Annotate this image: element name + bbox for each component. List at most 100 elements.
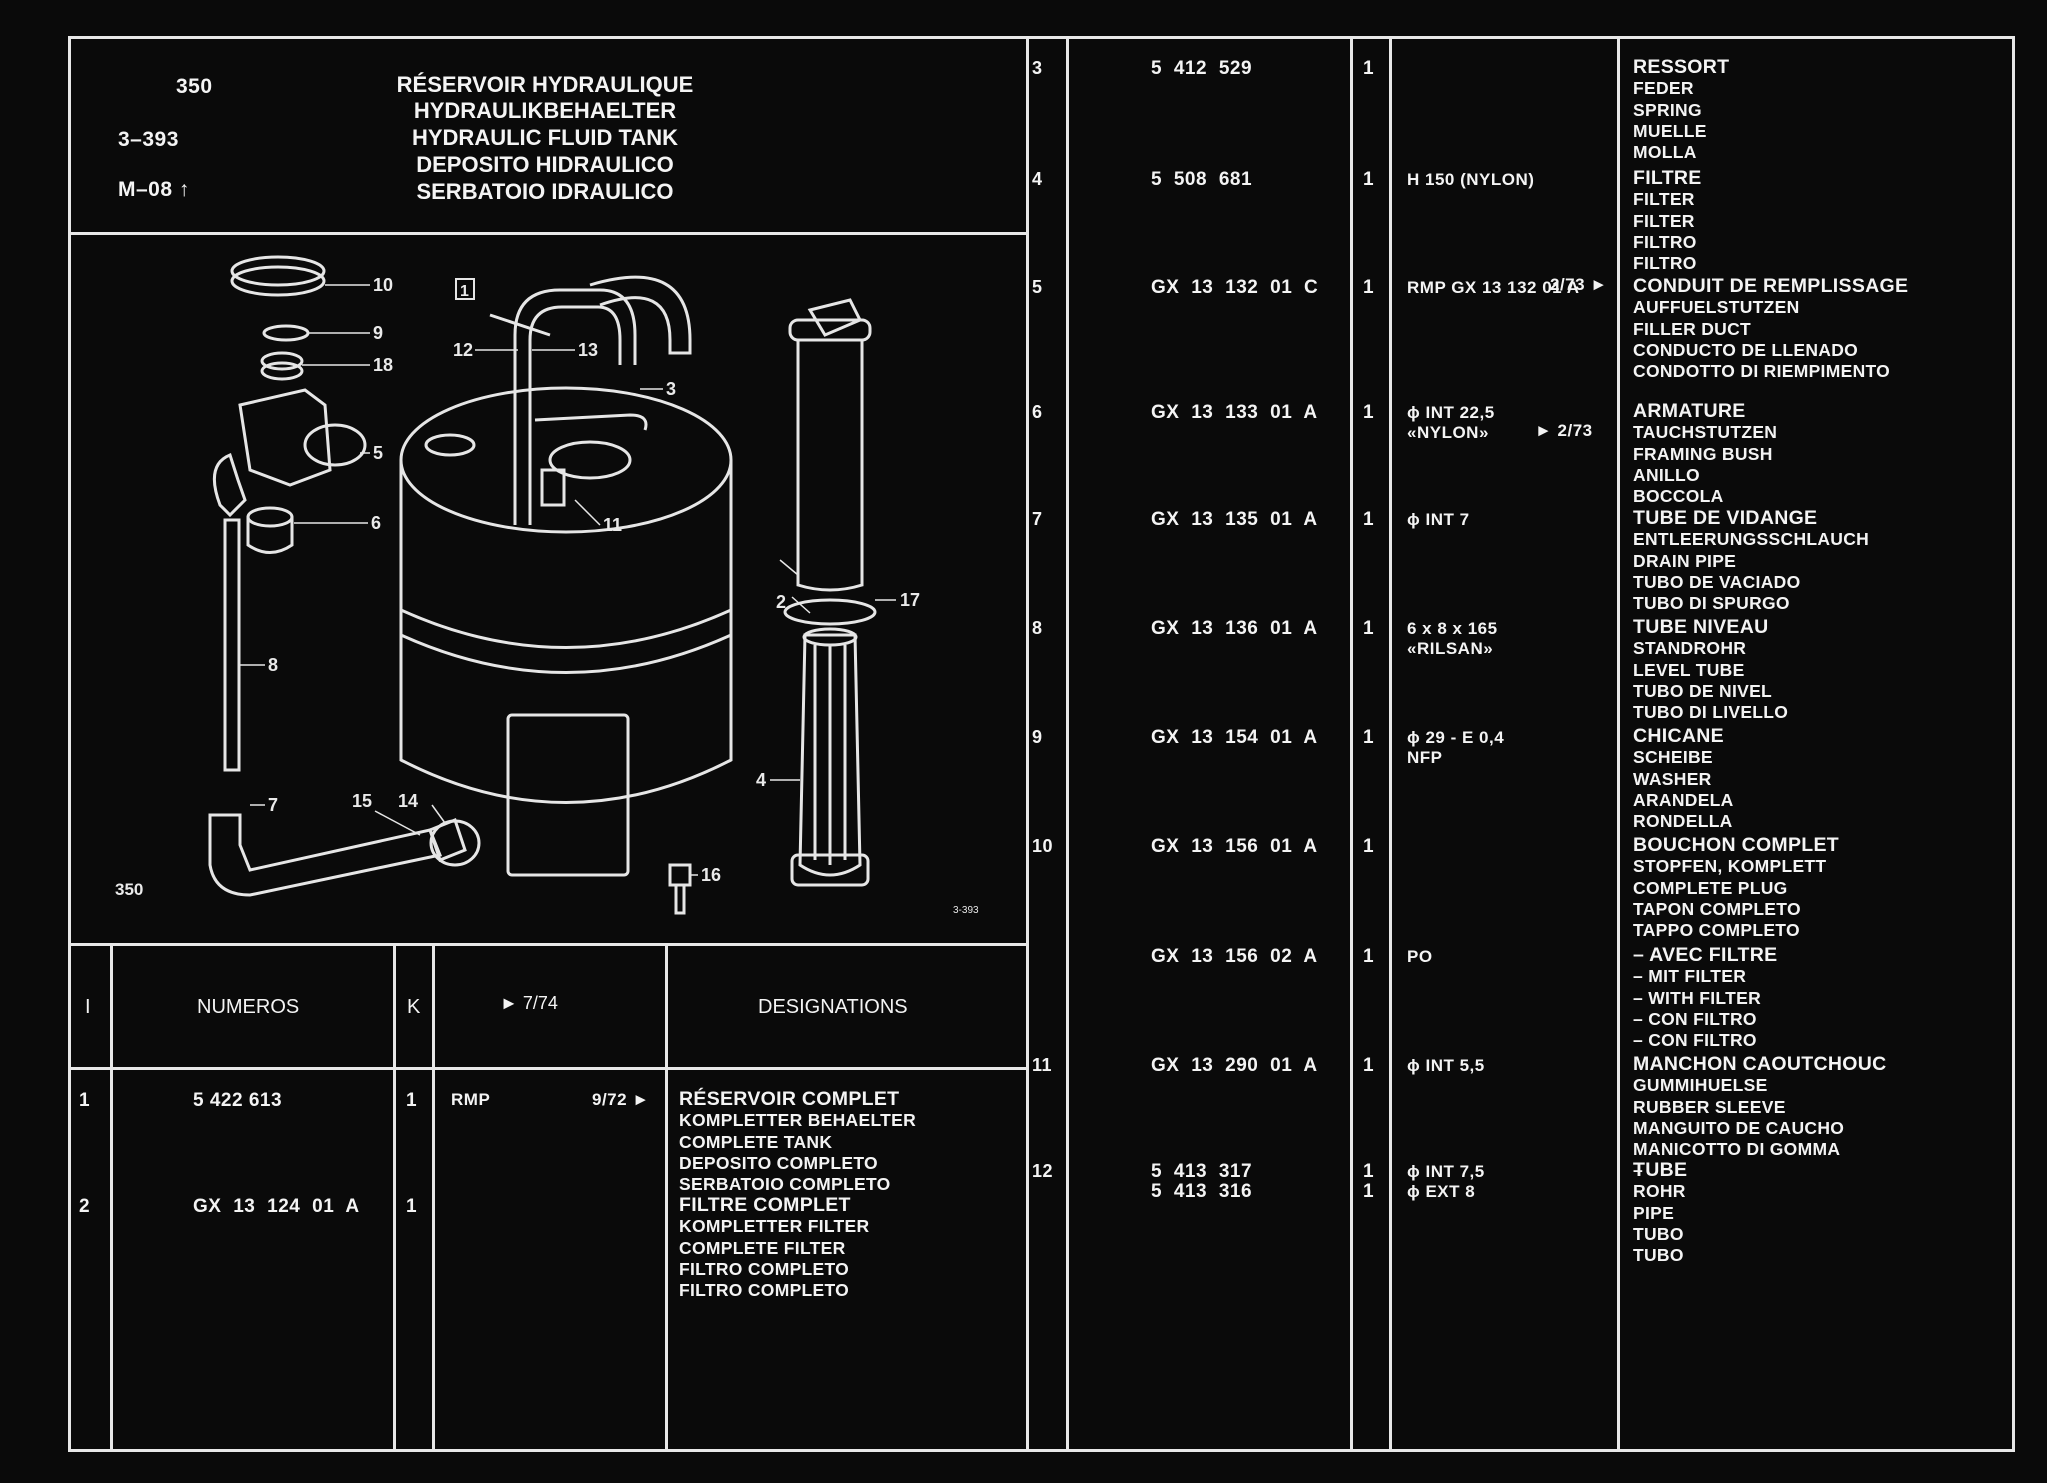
callout-label: 15	[352, 791, 372, 811]
designation-line: – AVEC FILTRE	[1633, 944, 1778, 966]
designation-line: TUBO DE VACIADO	[1633, 571, 1801, 592]
designation-line: TUBE NIVEAU	[1633, 616, 1769, 638]
remark: PO	[1407, 947, 1433, 966]
designation-list: RÉSERVOIR COMPLET KOMPLETTER BEHAELTER C…	[679, 1088, 916, 1195]
quantity: 1	[1363, 58, 1375, 79]
arrow-up-icon: ↑	[178, 178, 190, 201]
remark: ϕ INT 22,5 «NYLON»	[1407, 403, 1495, 442]
designation-line: – MIT FILTER	[1633, 966, 1747, 987]
drain-pipe-part	[208, 813, 443, 897]
box-label-frame	[455, 278, 475, 300]
quantity: 1	[1363, 277, 1375, 298]
remark: ϕ INT 7,5 ϕ EXT 8	[1407, 1162, 1485, 1201]
callout-label: 12	[453, 340, 473, 360]
remark: RMP GX 13 132 01 A	[1407, 278, 1580, 297]
remark: 6 x 8 x 165 «RILSAN»	[1407, 619, 1498, 658]
part-number: 5 422 613	[193, 1090, 283, 1111]
part-number: 5 508 681	[1151, 169, 1253, 190]
part-number: GX 13 132 01 C	[1151, 277, 1319, 298]
designation-line: FILTRO	[1633, 231, 1697, 252]
designation-line: FRAMING BUSH	[1633, 443, 1773, 464]
designation-line: MUELLE	[1633, 120, 1707, 141]
quantity: 1	[1363, 169, 1375, 190]
designation-line: RESSORT	[1633, 56, 1730, 78]
callout-label: 10	[373, 275, 393, 295]
part-number: GX 13 154 01 A	[1151, 727, 1318, 748]
col-header-change: ► 7/74	[500, 993, 558, 1013]
remark: RMP	[451, 1090, 491, 1109]
callout-label: 18	[373, 355, 393, 375]
designation-line: TAPPO COMPLETO	[1633, 920, 1800, 941]
designation-line: TUBO DI LIVELLO	[1633, 702, 1789, 723]
callout-label: 8	[268, 655, 278, 675]
divider-col-num	[393, 943, 396, 1452]
quantity: 1	[1363, 946, 1375, 967]
col-header-k: K	[407, 996, 421, 1018]
designation-line: TAUCHSTUTZEN	[1633, 422, 1778, 443]
return-pipe-part	[513, 288, 637, 525]
page-title: RÉSERVOIR HYDRAULIQUE HYDRAULIKBEHAELTER…	[370, 74, 720, 203]
designation-line: SCHEIBE	[1633, 747, 1713, 768]
change-code: 2/73 ►	[1550, 275, 1608, 294]
designation-line: DEPOSITO COMPLETO	[679, 1152, 878, 1173]
filler-duct-part	[238, 388, 332, 487]
divider-col-k	[432, 943, 435, 1452]
clamp-part	[429, 819, 481, 867]
designation-line: ARANDELA	[1633, 789, 1734, 810]
designation-line: ENTLEERUNGSSCHLAUCH	[1633, 529, 1870, 550]
part-number: GX 13 156 01 A	[1151, 836, 1318, 857]
designation-line: CONDUIT DE REMPLISSAGE	[1633, 275, 1909, 297]
designation-line: MANICOTTO DI GOMMA	[1633, 1139, 1841, 1160]
row-index: 3	[1032, 58, 1043, 78]
divider-col-note	[665, 943, 668, 1452]
callout-label: 7	[268, 795, 278, 815]
part-number: GX 13 136 01 A	[1151, 618, 1318, 639]
designation-line: CONDUCTO DE LLENADO	[1633, 339, 1859, 360]
designation-line: ARMATURE	[1633, 400, 1746, 422]
cap-part	[230, 255, 326, 287]
parts-sheet	[68, 36, 2015, 1452]
title-line: HYDRAULIC FLUID TANK	[411, 125, 678, 150]
designation-line: WASHER	[1633, 768, 1712, 789]
row-index: 9	[1032, 727, 1043, 747]
change-code: 9/72 ►	[592, 1090, 650, 1109]
col-header-designations: DESIGNATIONS	[758, 996, 908, 1018]
tank-part	[399, 386, 733, 534]
designation-line: SERBATOIO COMPLETO	[679, 1174, 891, 1195]
designation-line: COMPLETE TANK	[679, 1131, 833, 1152]
designation-line: FILTRE	[1633, 167, 1702, 189]
row-index: 7	[1032, 509, 1043, 529]
screw-part	[668, 863, 692, 915]
designation-line: – CON FILTRO	[1633, 1030, 1757, 1051]
designation-line: PIPE	[1633, 1202, 1675, 1223]
reference-code-text: M–08	[118, 178, 173, 201]
designation-line: TUBO DE NIVEL	[1633, 680, 1773, 701]
divider-r-col-k	[1389, 36, 1392, 1452]
designation-line: KOMPLETTER FILTER	[679, 1216, 870, 1237]
designation-line: FEDER	[1633, 78, 1694, 99]
designation-line: STANDROHR	[1633, 638, 1747, 659]
callout-label: 11	[603, 515, 622, 535]
designation-line: BOCCOLA	[1633, 486, 1724, 507]
designation-line: TAPON COMPLETO	[1633, 898, 1801, 919]
designation-line: STOPFEN, KOMPLETT	[1633, 856, 1827, 877]
callout-label: 6	[371, 513, 381, 533]
figure-number: 3–393	[118, 128, 179, 151]
designation-list: FILTRE COMPLET KOMPLETTER FILTER COMPLET…	[679, 1194, 870, 1301]
quantity: 1	[1363, 618, 1375, 639]
designation-line: FILTRO COMPLETO	[679, 1280, 850, 1301]
quantity: 1	[406, 1090, 418, 1111]
designation-line: ROHR	[1633, 1181, 1686, 1202]
designation-line: COMPLETE PLUG	[1633, 877, 1788, 898]
part-number: GX 13 156 02 A	[1151, 946, 1318, 967]
part-number: GX 13 290 01 A	[1151, 1055, 1318, 1076]
designation-line: –	[1633, 1160, 1644, 1181]
divider-header	[68, 232, 1028, 235]
designation-line: ANILLO	[1633, 464, 1700, 485]
title-line: DEPOSITO HIDRAULICO	[416, 152, 674, 177]
